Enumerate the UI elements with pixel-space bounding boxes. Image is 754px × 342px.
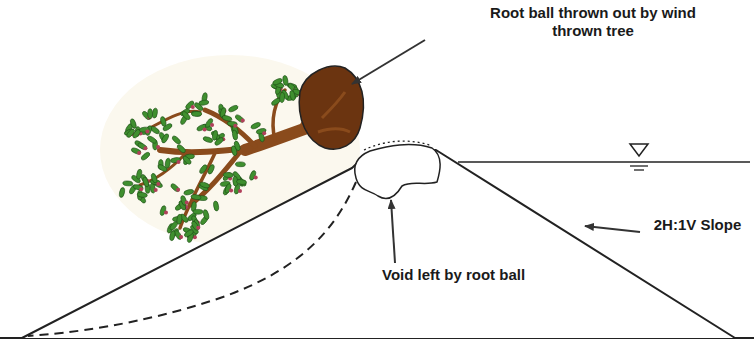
fruit [203,128,207,132]
leaf [236,179,246,185]
leaf [136,169,142,180]
fruit [229,188,233,192]
leaf [133,184,144,191]
leaf [183,189,194,196]
leaf [145,125,153,136]
leaf [126,128,136,139]
fruit [254,175,258,179]
leaf [232,130,238,141]
fruit [233,124,237,128]
water-level-symbol [630,144,648,156]
fruit [164,211,168,215]
leaf [193,209,203,214]
leaf [150,173,158,184]
callout-label: Void left by root ball [382,266,562,284]
fruit [176,188,180,192]
slip-surface [28,182,356,336]
fruit [143,146,147,150]
leaf [182,155,193,165]
leaf [235,162,245,167]
original-crest-line [364,141,432,150]
leaf [272,78,283,86]
leader-arrow [391,200,395,263]
water-surface [458,161,750,163]
callout-label: 2H:1V Slope [645,216,750,234]
leaf [249,170,257,181]
leaf [142,177,150,188]
leaf [204,117,213,128]
leaf [199,181,210,189]
leaf [233,140,241,151]
leaf [207,164,215,175]
fruit [210,123,214,127]
callout-label: Root ball thrown out by wind thrown tree [468,4,718,40]
leader-arrow [352,40,425,84]
fruit [191,105,195,109]
water-level-tick [630,165,648,166]
water-level-tick [634,169,644,170]
leaf [170,157,181,163]
leaf [177,214,183,224]
leaf [250,121,261,129]
leaf [289,90,296,101]
leaf [176,144,187,154]
leaf [170,183,181,193]
leaf [228,104,239,113]
leaf [131,147,142,155]
leaf [183,229,194,238]
leaf [171,135,182,145]
leaf [181,110,191,121]
leaf [169,230,176,241]
fruit [177,160,181,164]
leaf [161,133,170,144]
leaf [191,194,202,200]
leaf [129,118,137,129]
leaf [198,164,208,175]
fruit [139,187,143,191]
leaf [256,128,267,135]
void-outline [355,145,440,199]
fruit [137,151,141,155]
fruit [145,130,149,134]
leaf [199,100,210,106]
fruit [238,189,242,193]
leaf [202,136,213,144]
fruit [154,188,158,192]
fruit [241,119,245,123]
fruit [179,235,183,239]
leaf [165,158,171,169]
leaf [223,172,233,177]
leaf [213,201,219,212]
fruit [156,145,160,149]
leaf [222,115,233,122]
fruit [156,182,160,186]
leaf [123,181,133,186]
fruit [196,226,200,230]
leaf [185,100,196,110]
leaf [162,123,173,132]
leaf [191,111,202,117]
root-ball [299,66,363,149]
leader-arrow [585,226,640,232]
fruit [185,201,189,205]
leaf [137,142,148,151]
leaf [137,192,147,198]
leaf [119,187,126,198]
leaf [140,151,151,161]
fruit [262,131,266,135]
leaf [192,111,202,116]
leaf [148,109,153,119]
root-ball-roots [318,92,350,132]
leaf [212,130,218,141]
leaf [279,92,284,102]
leaf [202,209,209,220]
leaf [146,135,157,144]
leaf [214,136,225,146]
